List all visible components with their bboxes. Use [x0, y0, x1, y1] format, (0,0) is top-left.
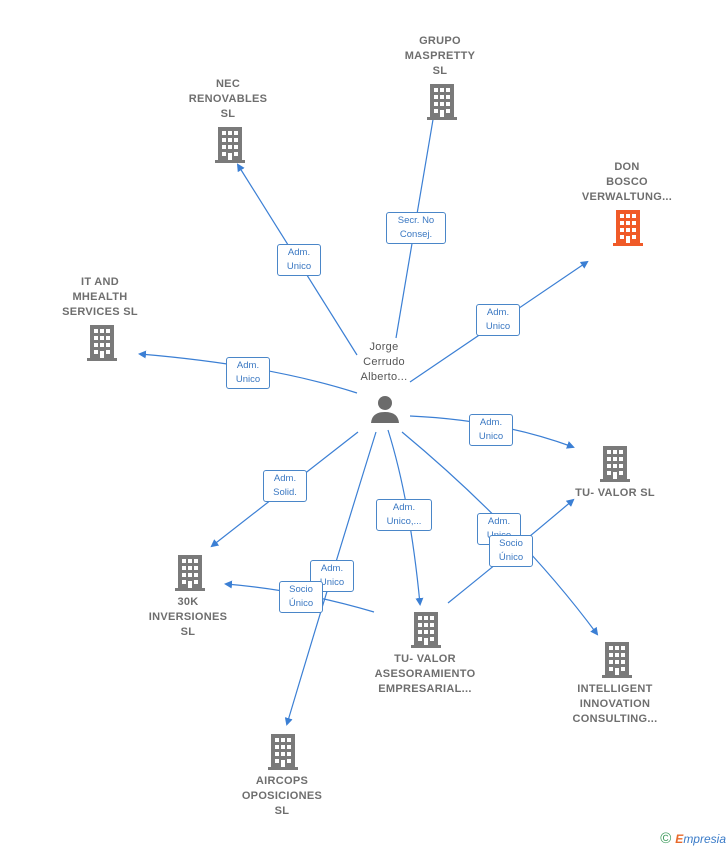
edge-label-adm-unico-multi[interactable]: Adm. Unico,...: [376, 499, 432, 531]
building-icon[interactable]: [411, 612, 441, 648]
company-tu-valor-asesoramiento-label[interactable]: TU- VALOR ASESORAMIENTO EMPRESARIAL...: [374, 653, 476, 695]
building-icon[interactable]: [600, 446, 630, 482]
edge-label-adm-solid[interactable]: Adm. Solid.: [263, 470, 307, 502]
edge-label-socio-unico-30k[interactable]: Socio Único: [279, 581, 323, 613]
company-it-mhealth-label[interactable]: IT AND MHEALTH SERVICES SL: [62, 276, 138, 318]
building-icon[interactable]: [268, 734, 298, 770]
brand-text: mpresia: [683, 832, 726, 846]
person-icon[interactable]: [370, 394, 400, 424]
edge-label-adm-unico-nec[interactable]: Adm. Unico: [277, 244, 321, 276]
building-icon-highlighted[interactable]: [613, 210, 643, 246]
company-30k-inversiones-label[interactable]: 30K INVERSIONES SL: [148, 596, 228, 638]
company-intelligent-innovation-label[interactable]: INTELLIGENT INNOVATION CONSULTING...: [572, 683, 658, 725]
edge-label-adm-unico-don-bosco[interactable]: Adm. Unico: [476, 304, 520, 336]
edge-label-adm-unico-tu-valor-sl[interactable]: Adm. Unico: [469, 414, 513, 446]
company-grupo-maspretty-label[interactable]: GRUPO MASPRETTY SL: [404, 35, 476, 77]
company-tu-valor-sl-label[interactable]: TU- VALOR SL: [575, 487, 655, 499]
edge-label-adm-unico-it[interactable]: Adm. Unico: [226, 357, 270, 389]
copyright-icon: ©: [660, 830, 672, 847]
company-aircops-oposiciones-label[interactable]: AIRCOPS OPOSICIONES SL: [241, 775, 323, 817]
brand-e: E: [675, 832, 684, 846]
person-name[interactable]: Jorge Cerrudo Alberto...: [360, 341, 408, 383]
edge-label-secr-no-consej[interactable]: Secr. No Consej.: [386, 212, 446, 244]
empresia-brand[interactable]: ©Empresia: [660, 830, 726, 847]
company-nec-renovables-label[interactable]: NEC RENOVABLES SL: [188, 78, 268, 120]
company-don-bosco-label[interactable]: DON BOSCO VERWALTUNG...: [581, 161, 673, 203]
building-icon[interactable]: [87, 325, 117, 361]
building-icon[interactable]: [602, 642, 632, 678]
building-icon[interactable]: [175, 555, 205, 591]
edge-label-socio-unico-tu-valor[interactable]: Socio Único: [489, 535, 533, 567]
edge-label-adm-unico-aircops[interactable]: Adm. Unico: [310, 560, 354, 592]
building-icon[interactable]: [427, 84, 457, 120]
building-icon[interactable]: [215, 127, 245, 163]
